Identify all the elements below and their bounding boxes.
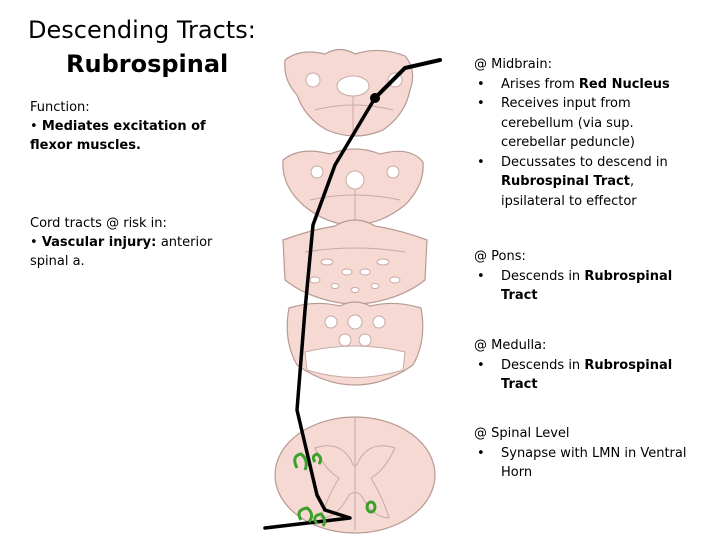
- spinal-section: @ Spinal Level • Synapse with LMN in Vent…: [474, 424, 714, 483]
- pons-section: @ Pons: • Descends in Rubrospinal Tract: [474, 247, 714, 306]
- cord-bullet-bold: Vascular injury:: [41, 235, 161, 250]
- bullet-mark: •: [477, 154, 485, 170]
- midbrain-section-upper: [284, 48, 414, 137]
- bullet-mark: •: [477, 445, 485, 461]
- item-text: Synapse with LMN in Ventral Horn: [501, 445, 687, 481]
- medulla-heading: @ Medulla:: [474, 338, 547, 353]
- item-text: Receives input from cerebellum (via sup.…: [501, 96, 635, 150]
- midbrain-item-1: • Arises from Red Nucleus: [474, 75, 714, 95]
- spinal-cord-section: [274, 416, 436, 534]
- item-text: Descends in: [501, 268, 585, 284]
- item-bold: Rubrospinal Tract: [501, 174, 630, 189]
- midbrain-item-2: • Receives input from cerebellum (via sup…: [474, 94, 661, 153]
- spinal-item-1: • Synapse with LMN in Ventral Horn: [474, 444, 706, 483]
- rubrospinal-pathway-diagram: .tis { fill: #f6d9d2; stroke: #b89a94; s…: [263, 48, 442, 534]
- page-title: Descending Tracts:: [28, 16, 256, 44]
- cord-bullet-mark: •: [30, 235, 42, 250]
- cord-section: Cord tracts @ risk in: • Vascular injury…: [30, 214, 215, 271]
- item-text: Arises from: [501, 76, 579, 92]
- item-text: Descends in: [501, 357, 585, 373]
- item-suffix: , ipsilateral to effector: [501, 174, 637, 209]
- lower-motor-neurons: [293, 452, 377, 527]
- spinal-heading: @ Spinal Level: [474, 426, 570, 441]
- item-bold: Red Nucleus: [578, 76, 670, 92]
- midbrain-section-lower: [282, 148, 424, 226]
- cord-bullet: • Vascular injury: anterior spinal a.: [30, 233, 215, 271]
- midbrain-section: @ Midbrain: • Arises from Red Nucleus • Re…: [474, 55, 714, 211]
- medulla-section: @ Medulla: • Descends in Rubrospinal Trac…: [474, 336, 714, 395]
- item-bold: Rubrospinal Tract: [501, 357, 673, 393]
- medulla-section: [286, 301, 424, 386]
- medulla-item-1: • Descends in Rubrospinal Tract: [474, 356, 676, 395]
- pons-section: [282, 219, 428, 305]
- page-subtitle: Rubrospinal: [66, 50, 229, 78]
- bullet-mark: •: [477, 76, 485, 92]
- item-bold: Rubrospinal Tract: [501, 268, 673, 304]
- cord-heading: Cord tracts @ risk in:: [30, 216, 167, 231]
- function-section: Function: • Mediates excitation of flexo…: [30, 98, 240, 155]
- midbrain-heading: @ Midbrain:: [474, 57, 553, 72]
- midbrain-item-3: • Decussates to descend in Rubrospinal Tr…: [474, 153, 701, 212]
- function-bullet: • Mediates excitation of flexor muscles.: [30, 117, 240, 155]
- bullet-mark: •: [477, 268, 485, 284]
- pons-item-1: • Descends in Rubrospinal Tract: [474, 267, 676, 306]
- function-bullet-mark: •: [30, 119, 42, 134]
- pons-heading: @ Pons:: [474, 249, 526, 264]
- cord-bullet-text: anterior spinal a.: [30, 235, 213, 269]
- item-text: Decussates to descend in: [501, 154, 668, 170]
- bullet-mark: •: [477, 96, 485, 111]
- rubrospinal-pathway: [263, 58, 442, 530]
- bullet-mark: •: [477, 357, 485, 373]
- function-bullet-text: Mediates excitation of flexor muscles.: [30, 119, 206, 153]
- function-heading: Function:: [30, 100, 90, 115]
